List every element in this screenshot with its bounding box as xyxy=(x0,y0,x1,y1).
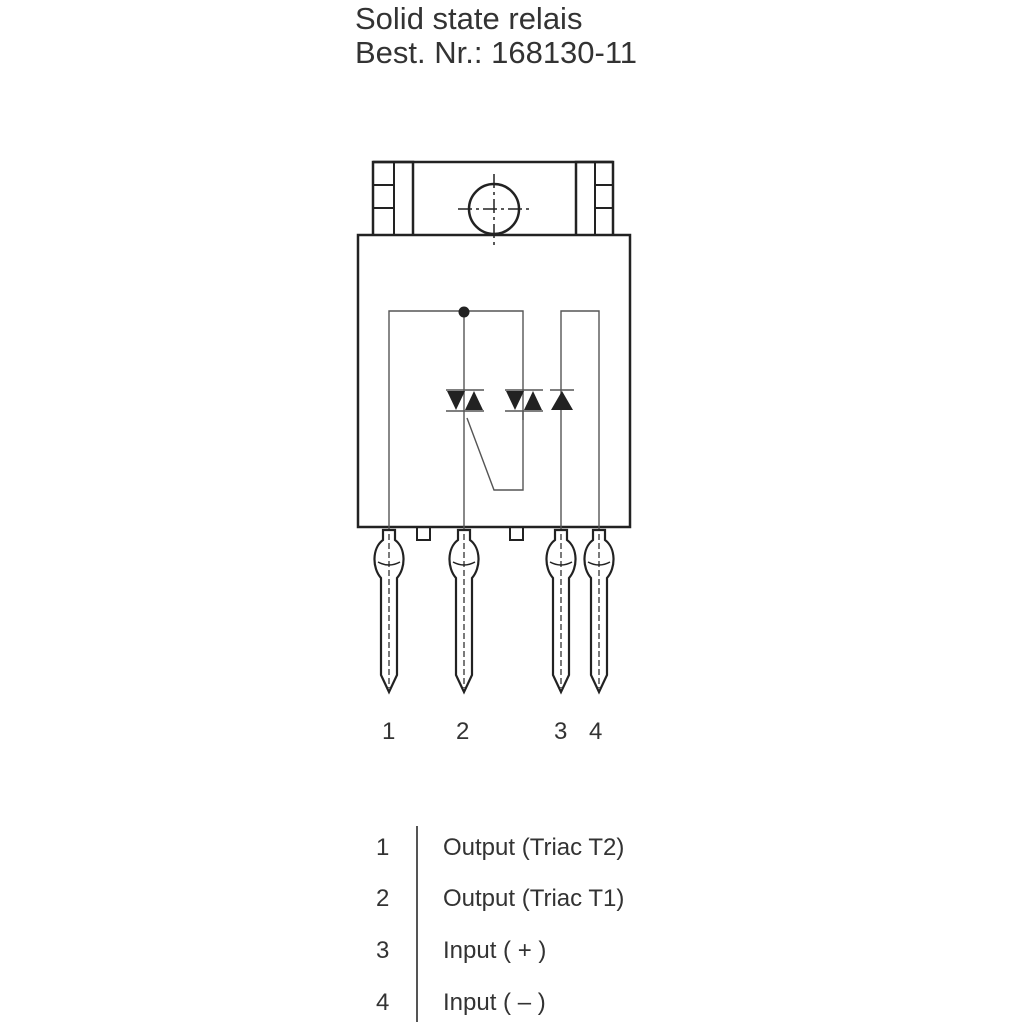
diagram-title-line-2: Best. Nr.: 168130-11 xyxy=(355,35,638,70)
mounting-tab-outline xyxy=(371,160,615,235)
pin-number-4: 4 xyxy=(589,718,603,745)
triac-1-triangle-right xyxy=(465,391,483,410)
package-body xyxy=(356,233,632,529)
triac-1-triangle-left xyxy=(447,391,465,410)
right-tab-notch xyxy=(574,160,613,235)
legend-label-1: Output (Triac T2) xyxy=(443,834,625,861)
legend-label-3: Input ( + ) xyxy=(443,937,547,964)
left-tab-notch xyxy=(373,160,415,235)
led-triangle xyxy=(551,391,573,410)
legend-label-4: Input ( – ) xyxy=(443,989,546,1016)
body-stub-left xyxy=(416,526,431,541)
body-stub-right xyxy=(509,526,524,541)
triac-2-triangle-left xyxy=(506,391,524,410)
legend-divider xyxy=(416,826,418,1022)
pin-number-2: 2 xyxy=(456,718,470,745)
wire-input-loop xyxy=(560,310,600,536)
legend-number-3: 3 xyxy=(376,937,390,964)
legend-number-2: 2 xyxy=(376,885,390,912)
legend-number-1: 1 xyxy=(376,834,390,861)
diagram-title-line-1: Solid state relais xyxy=(355,1,583,36)
pin-number-1: 1 xyxy=(382,718,396,745)
wire-pin1-loop xyxy=(388,310,524,536)
legend-number-4: 4 xyxy=(376,989,390,1016)
legend-label-2: Output (Triac T1) xyxy=(443,885,625,912)
junction-dot xyxy=(458,306,470,318)
triac-2-triangle-right xyxy=(524,391,542,410)
pin-number-3: 3 xyxy=(554,718,568,745)
